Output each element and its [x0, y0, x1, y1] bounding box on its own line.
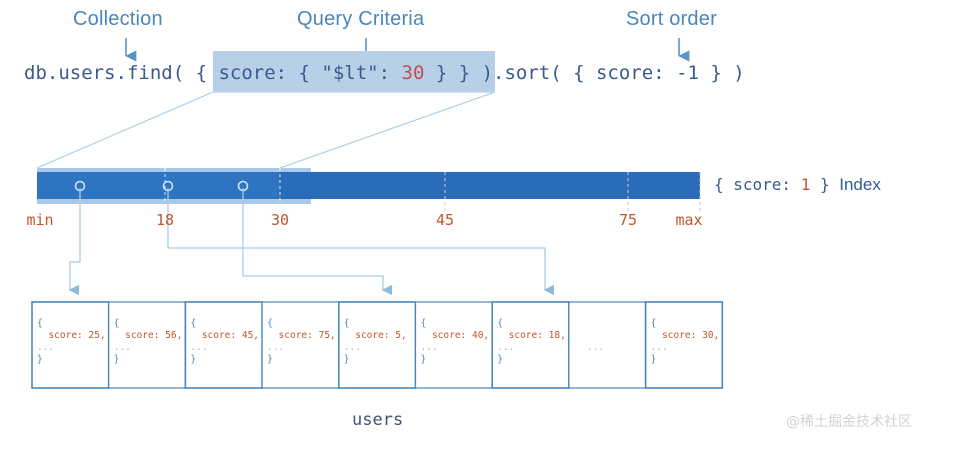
query-to-index-leaders	[36, 91, 496, 169]
query-prefix: db.users.find(	[24, 62, 196, 84]
index-bar-ticks	[164, 168, 281, 204]
doc-open-brace: {	[267, 318, 273, 329]
doc-ellipsis: ...	[267, 342, 285, 353]
watermark: @稀土掘金技术社区	[786, 414, 912, 430]
index-label-prefix: { score:	[714, 175, 801, 194]
index-tick-45: 45	[435, 211, 455, 229]
query-statement: db.users.find( { score: { "$lt": 30 } } …	[24, 62, 745, 84]
document-item: { score: 45, ... }	[190, 318, 259, 366]
index-marker-stems	[79, 188, 244, 276]
doc-close-brace: }	[497, 354, 503, 365]
doc-close-brace: }	[37, 354, 43, 365]
callout-label-collection: Collection	[73, 8, 163, 30]
document-item: { score: 56, ... }	[114, 318, 183, 366]
doc-close-brace: }	[650, 354, 657, 365]
doc-ellipsis: ...	[420, 342, 438, 353]
doc-score-field: score: 45,	[190, 330, 260, 341]
doc-close-brace: }	[190, 354, 197, 365]
doc-ellipsis: ...	[37, 342, 55, 353]
index-bar-ticks-outer	[444, 172, 701, 212]
document-item: ...	[587, 342, 604, 354]
doc-open-brace: {	[37, 318, 43, 329]
query-criteria-highlight	[213, 51, 495, 92]
doc-ellipsis: ...	[497, 342, 515, 353]
collection-name-label: users	[352, 410, 404, 430]
doc-open-brace: {	[343, 318, 350, 329]
document-item: { score: 30, ... }	[651, 318, 720, 366]
doc-open-brace: {	[650, 318, 657, 329]
doc-score-field: score: 40,	[420, 330, 490, 341]
doc-close-brace: }	[420, 354, 427, 365]
query-suffix: } )	[698, 62, 745, 84]
index-label-suffix: }	[810, 175, 840, 194]
index-tick-max: max	[675, 211, 703, 229]
index-label: { score: 1 } Index	[714, 175, 881, 195]
doc-score-field: score: 25,	[37, 330, 106, 341]
query-sort-value: -1	[676, 62, 699, 84]
query-criteria-value: 30	[401, 62, 425, 84]
document-item: { score: 18, ... }	[497, 318, 566, 366]
callout-label-sort-order: Sort order	[626, 8, 717, 30]
doc-ellipsis: ...	[343, 342, 361, 353]
doc-ellipsis: ...	[587, 342, 605, 353]
doc-ellipsis: ...	[113, 342, 131, 353]
index-label-value: 1	[800, 175, 811, 194]
index-tick-30: 30	[270, 211, 290, 229]
index-to-document-connectors	[68, 247, 555, 296]
document-item: { score: 25, ... }	[37, 318, 106, 366]
doc-score-field: score: 75,	[267, 330, 336, 341]
doc-score-field: score: 56,	[113, 330, 183, 341]
index-bar	[37, 168, 700, 204]
doc-score-field: score: 30,	[650, 330, 720, 341]
doc-open-brace: {	[190, 318, 197, 329]
doc-score-field: score: 5,	[343, 330, 407, 341]
doc-ellipsis: ...	[190, 342, 208, 353]
index-label-word: Index	[839, 175, 881, 194]
query-middle: ).sort( { score:	[470, 62, 677, 84]
index-tick-min: min	[26, 211, 54, 229]
doc-ellipsis: ...	[650, 342, 668, 353]
doc-open-brace: {	[113, 318, 120, 329]
doc-close-brace: }	[343, 354, 350, 365]
index-tick-75: 75	[618, 211, 638, 229]
doc-close-brace: }	[113, 354, 120, 365]
query-criteria-open: { score: { "$lt":	[195, 62, 402, 84]
document-boxes	[31, 301, 724, 389]
callout-label-query-criteria: Query Criteria	[297, 8, 425, 30]
query-criteria-close: } }	[424, 62, 471, 84]
doc-close-brace: }	[267, 354, 273, 365]
doc-open-brace: {	[420, 318, 427, 329]
document-item: { score: 40, ... }	[421, 318, 490, 366]
document-item: { score: 5, ... }	[344, 318, 407, 366]
document-item: { score: 75, ... }	[267, 318, 336, 366]
doc-open-brace: {	[497, 318, 503, 329]
index-tick-18: 18	[155, 211, 175, 229]
doc-score-field: score: 18,	[497, 330, 566, 341]
